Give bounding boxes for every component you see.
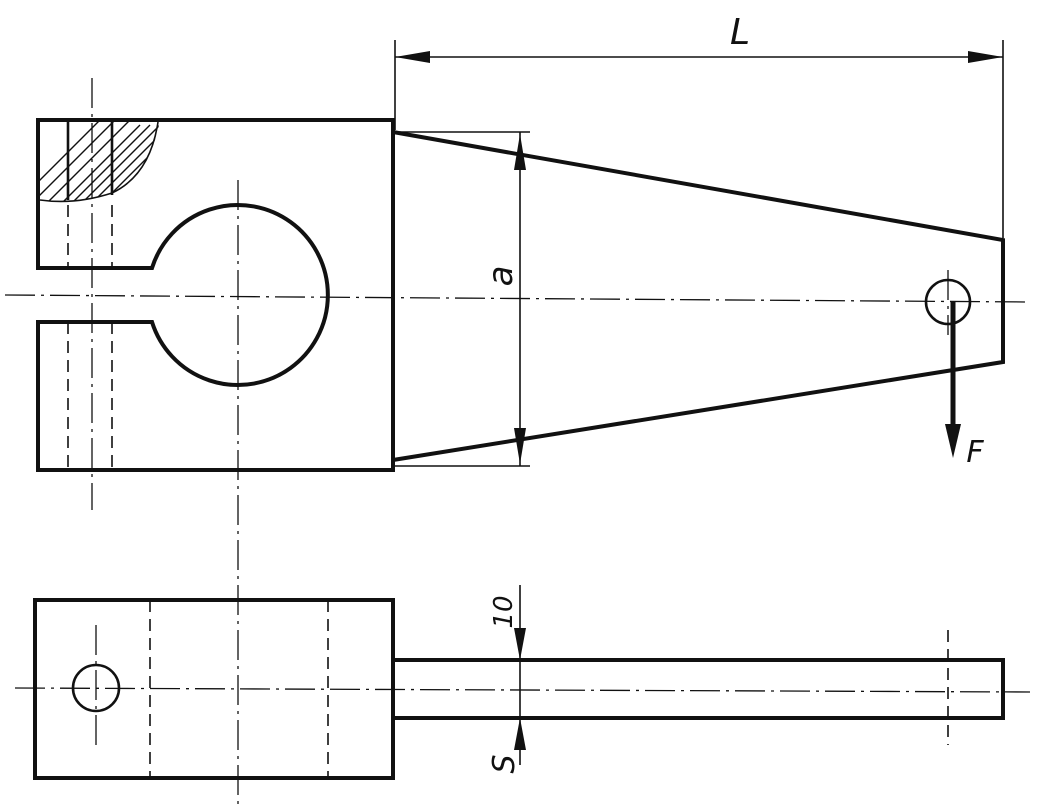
arrow-head: [514, 718, 526, 750]
dimension-width: a: [395, 131, 530, 467]
arrow-head: [514, 628, 526, 660]
clamp-block-outline: [36, 118, 395, 472]
dimension-thickness: 10 S: [487, 585, 526, 774]
arrow-head: [945, 424, 961, 458]
arrow-head: [514, 428, 526, 464]
thickness-value: 10: [489, 595, 519, 628]
arrow-head: [395, 51, 430, 63]
force-arrow: F: [945, 302, 984, 470]
arrow-head: [514, 134, 526, 170]
top-view: [14, 598, 1031, 780]
dimension-length: L: [394, 12, 1004, 238]
arrow-head: [968, 51, 1003, 63]
length-label: L: [730, 12, 750, 53]
tapered-arm-outline: [392, 130, 1005, 462]
top-horizontal-centerline: [14, 687, 1031, 693]
horizontal-centerline: [4, 294, 1031, 303]
force-label: F: [966, 435, 984, 470]
width-label: a: [481, 266, 521, 287]
section-hatching: [38, 120, 160, 202]
thickness-symbol: S: [487, 754, 522, 773]
arm-top-outline: [391, 658, 1005, 720]
